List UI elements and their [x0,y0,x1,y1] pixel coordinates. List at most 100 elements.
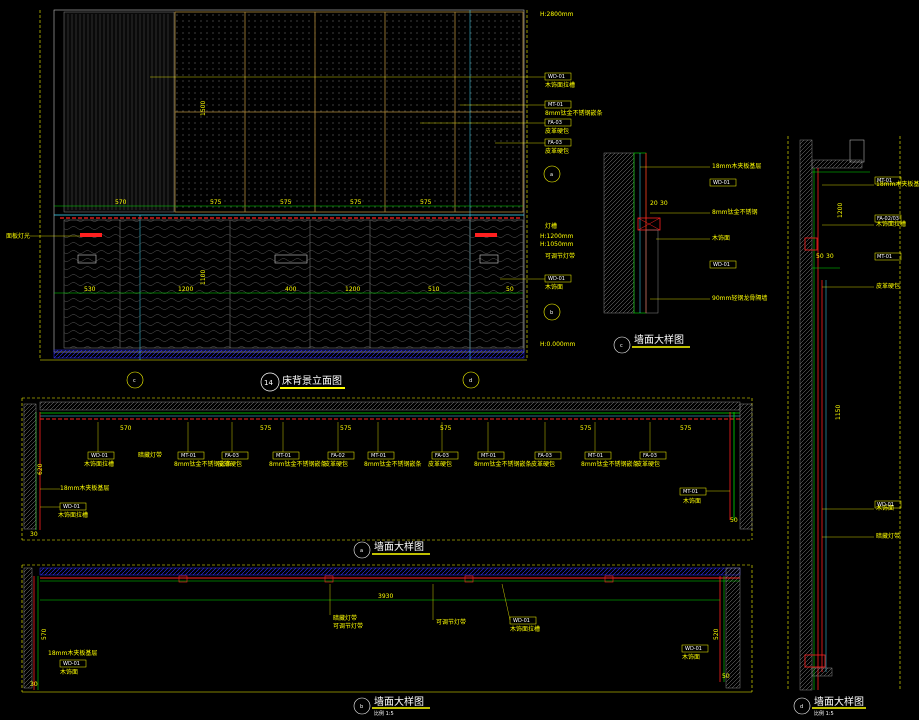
section-marker-d[interactable]: d [462,371,480,389]
svg-text:木饰面: 木饰面 [682,653,700,661]
detail-a-left-callout: 18mm木夹板基层 [40,484,109,492]
detail-c-dim-1: 20 [650,200,658,207]
svg-text:皮革硬包: 皮革硬包 [636,460,660,468]
svg-text:8mm钛金不锈钢嵌条: 8mm钛金不锈钢嵌条 [474,460,532,468]
detail-c-label: 90mm轻钢龙骨隔墙 [712,294,767,302]
detail-d-dim-1: 1200 [837,203,844,218]
detail-d-height: 1150 [835,405,842,420]
svg-text:8mm钛金不锈钢嵌条: 8mm钛金不锈钢嵌条 [545,109,603,117]
detail-d-label: 暗藏灯带 [876,532,900,540]
upper-leather-panels [174,11,524,213]
level-floor: H:0.000mm [540,341,576,348]
detail-d-label: 皮革硬包 [876,282,900,290]
svg-text:FA-03: FA-03 [225,453,239,459]
svg-text:WD-01: WD-01 [685,646,702,652]
detail-a-dim: 575 [440,425,452,432]
elevation-lower-dim: 400 [285,286,297,293]
svg-text:MT-01: MT-01 [276,453,291,459]
svg-text:墙面大样图: 墙面大样图 [374,695,424,708]
svg-text:8mm钛金不锈钢嵌条: 8mm钛金不锈钢嵌条 [581,460,639,468]
svg-text:8mm钛金不锈钢嵌条: 8mm钛金不锈钢嵌条 [174,460,232,468]
elevation-upper-dim: 575 [280,199,292,206]
svg-text:皮革硬包: 皮革硬包 [428,460,452,468]
height-lower-dim: 1100 [200,270,207,285]
svg-text:木饰面: 木饰面 [60,668,78,676]
detail-c-label: 8mm钛金不锈钢 [712,208,758,216]
detail-c-label: 18mm木夹板基层 [712,162,761,170]
detail-d-dim-3: 30 [826,253,834,260]
svg-text:8mm钛金不锈钢嵌条: 8mm钛金不锈钢嵌条 [364,460,422,468]
svg-text:WD-01: WD-01 [63,661,80,667]
svg-text:WD-01: WD-01 [91,453,108,459]
detail-b-drawing: 3930 570 520 暗藏灯带 可调节灯带 可调节灯带 18mm木夹板基层 … [21,564,753,717]
svg-text:d: d [800,704,803,710]
svg-text:MT-01: MT-01 [588,453,603,459]
detail-b-label-2: 可调节灯带 [436,618,466,626]
detail-a-dim: 575 [340,425,352,432]
detail-d-code: FA-02/03 [877,216,899,222]
detail-b-end-dim-2: 50 [722,673,730,680]
svg-text:14: 14 [264,379,273,387]
svg-text:d: d [469,378,472,384]
detail-d-code: MT-01 [877,254,892,260]
svg-text:比例 1:5: 比例 1:5 [814,710,834,717]
detail-a-right-callout: MT-01 木饰面 [679,487,730,505]
svg-text:FA-02: FA-02 [331,453,345,459]
svg-text:WD-01: WD-01 [548,74,565,80]
detail-a-extra: 暗藏灯带 [138,451,162,459]
detail-a-dim: 575 [680,425,692,432]
lower-label-1: 灯槽 [545,222,557,230]
svg-text:WD-01: WD-01 [513,618,530,624]
section-marker-a[interactable]: a [543,165,561,183]
svg-text:皮革硬包: 皮革硬包 [545,127,569,135]
svg-text:WD-01: WD-01 [548,276,565,282]
svg-text:MT-01: MT-01 [371,453,386,459]
svg-text:木饰面: 木饰面 [545,283,563,291]
svg-text:皮革硬包: 皮革硬包 [545,147,569,155]
svg-text:FA-03: FA-03 [548,140,562,146]
svg-text:MT-01: MT-01 [481,453,496,459]
svg-text:木饰面拉槽: 木饰面拉槽 [58,511,88,519]
detail-c-title: c 墙面大样图 [613,333,690,354]
elevation-lower-dim: 1200 [345,286,360,293]
svg-text:b: b [550,310,553,316]
lower-label-2: 可调节灯带 [545,252,575,260]
svg-text:比例 1:5: 比例 1:5 [374,710,394,717]
svg-text:WD-01: WD-01 [63,504,80,510]
elevation-upper-dim: 575 [420,199,432,206]
svg-text:MT-01: MT-01 [683,489,698,495]
lower-wood-panels [63,219,524,349]
detail-d-code: WD-01 [877,502,894,508]
detail-a-dim: 575 [260,425,272,432]
detail-d-label: 木饰面拉槽 [876,220,906,228]
svg-text:b: b [360,704,363,710]
svg-text:c: c [620,343,623,349]
svg-text:木饰面: 木饰面 [683,497,701,505]
detail-b-overall: 3930 [378,593,393,600]
section-marker-b[interactable]: b [543,303,561,321]
svg-text:木饰面拉槽: 木饰面拉槽 [510,625,540,633]
detail-a-height: 620 [37,463,44,475]
section-marker-c[interactable]: c [126,371,144,389]
detail-a-end-dim-2: 50 [730,517,738,524]
detail-a-title: a 墙面大样图 [353,540,430,559]
elevation-lower-dim: 530 [84,286,96,293]
detail-d-code: MT-01 [877,178,892,184]
svg-text:FA-03: FA-03 [548,120,562,126]
svg-text:皮革硬包: 皮革硬包 [531,460,555,468]
svg-text:皮革硬包: 皮革硬包 [218,460,242,468]
